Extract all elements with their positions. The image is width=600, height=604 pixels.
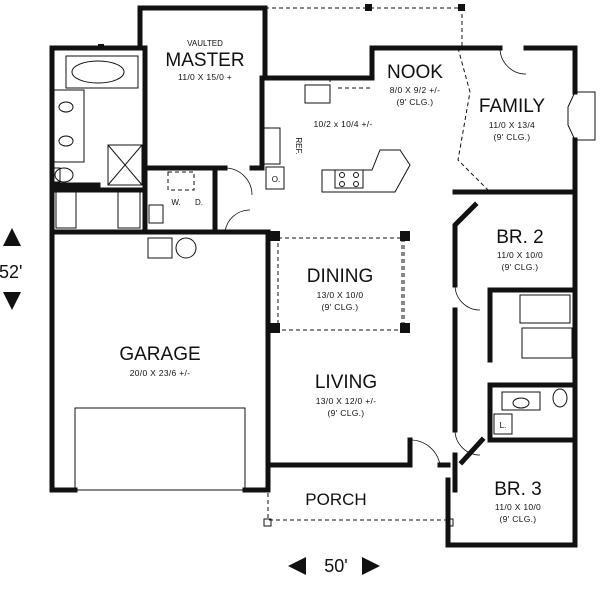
arrow-left-icon (288, 557, 306, 575)
interior-walls (49, 45, 578, 493)
kitchen-fixtures (147, 84, 411, 259)
master-bath-fixtures (53, 55, 143, 229)
nook-title: NOOK (387, 62, 443, 83)
room-labels: VAULTED MASTER 11/0 X 15/0 + NOOK 8/0 X … (119, 39, 545, 524)
hall-bath-fixtures (493, 294, 573, 435)
fireplace (567, 91, 596, 141)
ref-label: REF. (294, 137, 303, 154)
garage-door (74, 407, 246, 491)
columns (98, 4, 465, 527)
width-dimension: 50' (288, 556, 380, 576)
br2-size: 11/0 X 10/0 (497, 250, 543, 260)
dining-ceiling: (9' CLG.) (322, 302, 359, 312)
fixture-labels: REF. O. W. D. L. (171, 137, 506, 430)
dining-title: DINING (307, 266, 374, 287)
width-label: 50' (324, 556, 347, 576)
family-size: 11/0 X 13/4 (489, 120, 535, 130)
br3-size: 11/0 X 10/0 (495, 502, 541, 512)
linen-label: L. (500, 421, 507, 430)
nook-size: 8/0 X 9/2 +/- (390, 85, 440, 95)
kitchen-size: 10/2 x 10/4 +/- (313, 119, 372, 129)
washer-label: W. (171, 198, 180, 207)
porch-title: PORCH (305, 490, 366, 509)
exterior-walls (49, 5, 578, 548)
br2-title: BR. 2 (496, 227, 544, 248)
arrow-down-icon (3, 292, 21, 310)
garage-title: GARAGE (119, 344, 200, 365)
master-note: VAULTED (187, 39, 223, 48)
living-title: LIVING (315, 372, 377, 393)
family-title: FAMILY (479, 96, 545, 117)
br2-ceiling: (9' CLG.) (502, 262, 539, 272)
br3-ceiling: (9' CLG.) (500, 514, 537, 524)
door-swings (224, 47, 527, 466)
oven-label: O. (272, 175, 280, 184)
living-size: 13/0 X 12/0 +/- (316, 396, 377, 406)
master-title: MASTER (165, 50, 244, 71)
arrow-right-icon (362, 557, 380, 575)
br3-title: BR. 3 (494, 479, 542, 500)
living-ceiling: (9' CLG.) (328, 408, 365, 418)
family-ceiling: (9' CLG.) (494, 132, 531, 142)
dryer-label: D. (195, 198, 203, 207)
master-size: 11/0 X 15/0 + (178, 72, 232, 82)
depth-dimension: 52' (0, 228, 22, 310)
garage-size: 20/0 X 23/6 +/- (130, 368, 191, 378)
nook-ceiling: (9' CLG.) (397, 97, 434, 107)
dining-size: 13/0 X 10/0 (317, 290, 364, 300)
depth-label: 52' (0, 262, 22, 282)
arrow-up-icon (3, 228, 21, 246)
